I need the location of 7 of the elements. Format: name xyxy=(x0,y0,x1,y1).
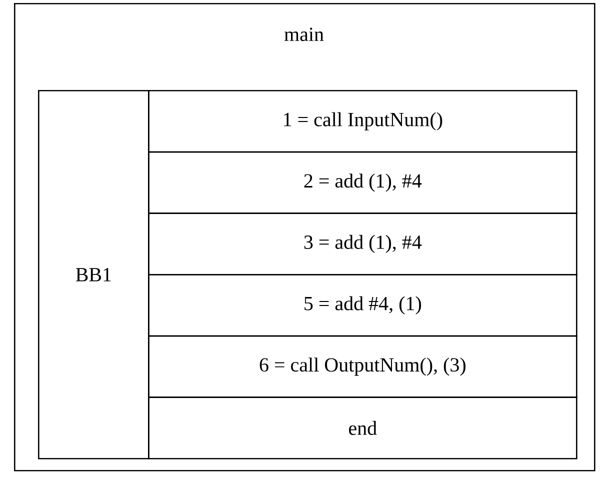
table-cell: 2 = add (1), #4 xyxy=(148,151,578,214)
table-cell: 1 = call InputNum() xyxy=(148,90,578,153)
table-cell: end xyxy=(148,396,578,460)
table-cell: BB1 xyxy=(38,90,150,460)
table-cell: 5 = add #4, (1) xyxy=(148,274,578,337)
table-cell: 3 = add (1), #4 xyxy=(148,212,578,276)
table-cell: 6 = call OutputNum(), (3) xyxy=(148,335,578,398)
